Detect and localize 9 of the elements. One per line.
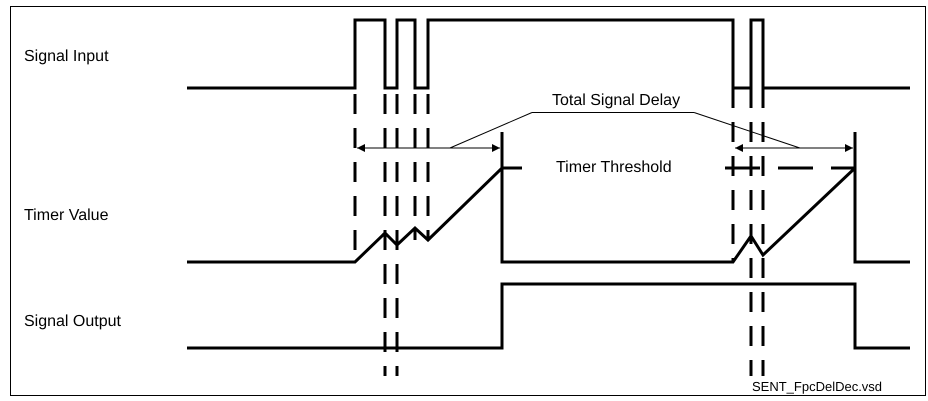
leader-line xyxy=(694,112,800,148)
dimension-arrow xyxy=(356,144,500,152)
dimension-arrow xyxy=(734,144,854,152)
signal-label: Signal Input xyxy=(24,48,109,66)
leader-line xyxy=(449,112,532,148)
file-name: SENT_FpcDelDec.vsd xyxy=(752,378,882,396)
callout-text: Total Signal Delay xyxy=(532,92,694,113)
signal-label: Timer Value xyxy=(24,207,108,225)
signal-label: Signal Output xyxy=(24,313,121,331)
